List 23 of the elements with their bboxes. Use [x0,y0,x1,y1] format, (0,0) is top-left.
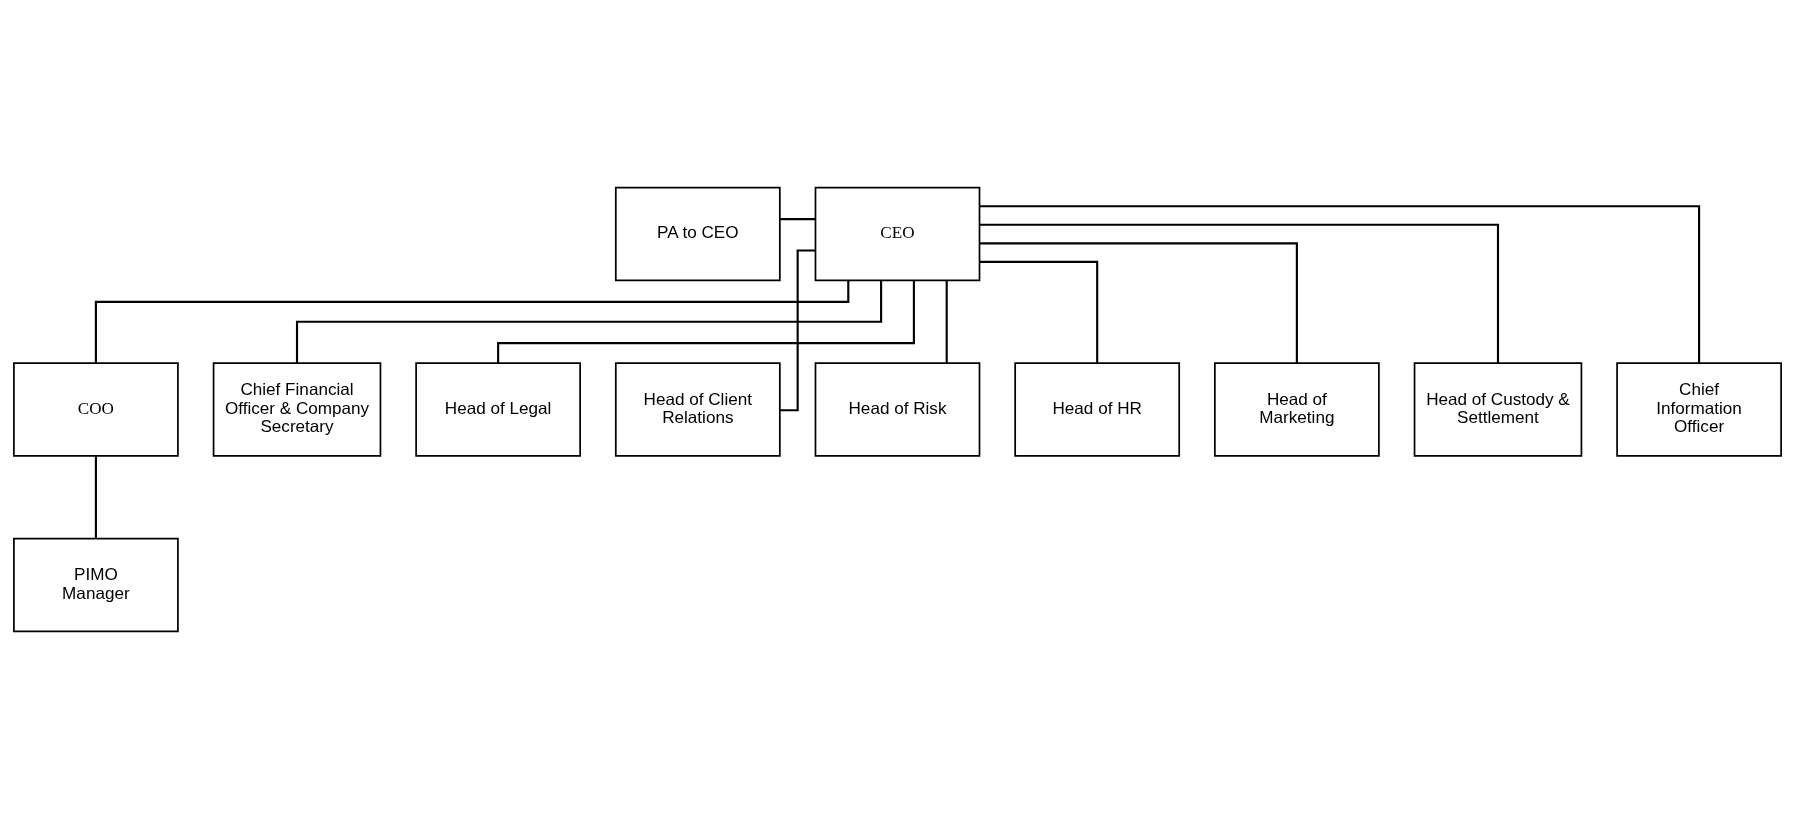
connector [979,204,1701,363]
connector [979,241,1298,363]
node-box: Chief Financial Officer & Company Secretary [212,361,382,457]
connector [780,217,816,220]
node-box: Head of Client Relations [614,361,781,457]
node-box: Head of Legal [415,361,581,457]
connector [497,280,915,363]
node-box: PA to CEO [614,186,781,281]
node-box: Head of HR [1014,361,1181,457]
node-box: Head of Risk [814,361,981,457]
node-box: CEO [814,186,981,281]
node-box: PIMO Manager [13,537,179,632]
node-box: Chief Information Officer [1616,361,1782,457]
node-box: COO [13,361,179,457]
connector [780,248,816,411]
node-box: Head of Marketing [1214,361,1380,457]
node-box: Head of Custody & Settlement [1413,361,1583,457]
connector [295,280,883,363]
connector [979,260,1099,363]
connector [979,223,1500,363]
connector [945,280,948,363]
connector [94,455,97,538]
connector [94,280,850,363]
